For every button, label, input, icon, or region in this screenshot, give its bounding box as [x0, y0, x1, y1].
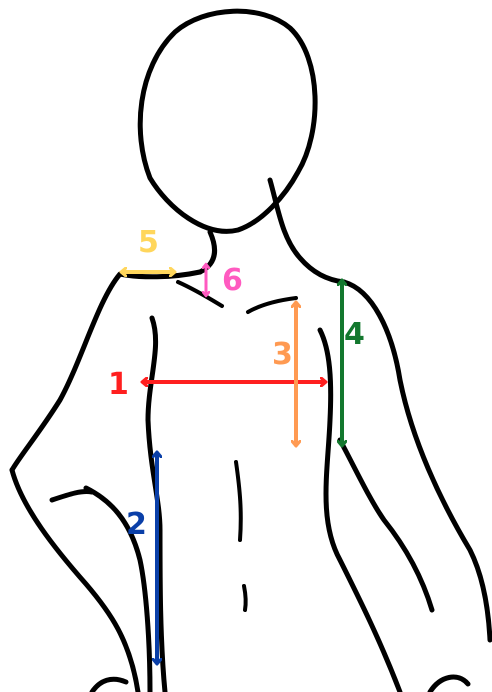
left-hand	[92, 679, 126, 692]
measurement-label-6: 6	[222, 263, 243, 298]
collarbone-left	[178, 282, 222, 306]
figure-outline	[12, 11, 490, 692]
collarbone-right	[248, 298, 296, 312]
measurement-label-1: 1	[108, 367, 129, 402]
right-torso	[320, 330, 400, 692]
right-hand	[430, 677, 468, 692]
head-outline	[140, 11, 315, 231]
measurement-label-3: 3	[272, 337, 293, 372]
right-shoulder-arm	[344, 282, 490, 640]
left-forearm	[52, 491, 92, 500]
abdomen-line	[236, 462, 241, 540]
measurement-label-5: 5	[138, 225, 159, 260]
navel	[244, 586, 246, 610]
left-shoulder-arm	[12, 272, 200, 470]
measurement-label-4: 4	[344, 317, 365, 352]
left-elbow	[12, 470, 138, 692]
measurement-label-2: 2	[126, 507, 147, 542]
